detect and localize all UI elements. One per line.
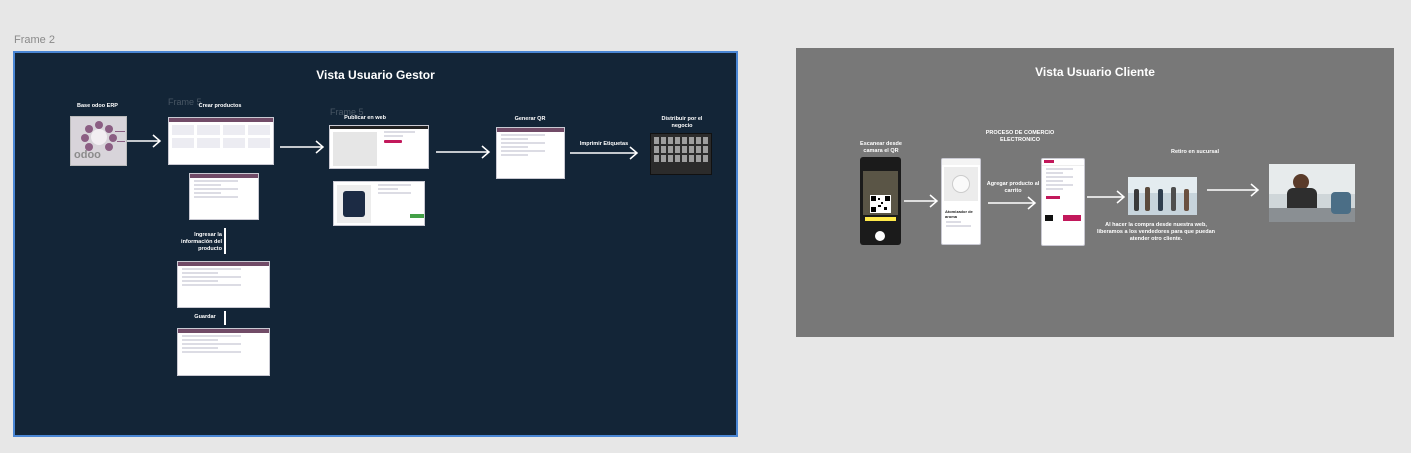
customer-service-photo [1269, 164, 1355, 222]
step-label-crear: Crear productos [198, 103, 242, 109]
cliente-note: Al hacer la compra desde nuestra web, li… [1097, 222, 1215, 242]
step-label-etiquetas: Imprimir Etiquetas [579, 141, 629, 147]
qr-code-icon [871, 196, 890, 212]
ghost-frame-label: Frame 5 [330, 107, 364, 117]
phone-cart-screenshot [1041, 158, 1085, 246]
arrow-right [1087, 190, 1126, 204]
cliente-title: Vista Usuario Cliente [1035, 65, 1155, 79]
connector-line [224, 311, 226, 325]
arrow-right [127, 134, 162, 148]
step-label-ingresar: Ingresar la información del producto [181, 232, 222, 252]
screenshot-guardar [177, 328, 270, 376]
odoo-wheel-graphic [81, 121, 125, 151]
step-label-proceso: PROCESO DE COMERCIO ELECTRONICO [985, 130, 1055, 143]
step-label-distribuir: Distribuir por el negocio [661, 116, 703, 129]
step-label-agregar: Agregar producto al carrito [986, 181, 1040, 194]
screenshot-generar-qr [496, 127, 565, 179]
step-label-retiro: Retiro en sucursal [1171, 149, 1219, 155]
arrow-right [280, 140, 325, 154]
screenshot-ingresar-info [177, 261, 270, 308]
ghost-frame-label: Frame 5 [168, 97, 202, 107]
product-name: Atomizador de aroma [945, 209, 973, 219]
qr-labels-image [650, 133, 712, 175]
step-label-guardar: Guardar [194, 314, 216, 320]
odoo-logo-text: odoo [74, 149, 101, 161]
screenshot-crear-detalle [189, 173, 259, 220]
step-label-erp: Base odoo ERP [77, 103, 118, 109]
screenshot-web-cushion [333, 181, 425, 226]
connector-line [224, 228, 226, 254]
arrow-right [570, 146, 639, 160]
frame-gestor[interactable] [13, 51, 738, 437]
odoo-erp-image: odoo [70, 116, 127, 166]
frame-label[interactable]: Frame 2 [14, 34, 55, 46]
screenshot-web-product [329, 125, 429, 169]
step-label-qr: Generar QR [514, 116, 546, 122]
arrow-right [904, 194, 939, 208]
arrow-right [1207, 183, 1260, 197]
arrow-right [436, 145, 491, 159]
phone-camera-screenshot [860, 157, 901, 245]
screenshot-crear-productos [168, 117, 274, 165]
store-pickup-photo [1128, 177, 1197, 215]
step-label-publicar: Publicar en web [344, 115, 386, 121]
gestor-title: Vista Usuario Gestor [316, 68, 435, 82]
phone-product-screenshot: Atomizador de aroma [941, 158, 981, 245]
arrow-right [988, 196, 1037, 210]
step-label-escanear: Escanear desde camara el QR [860, 141, 902, 154]
